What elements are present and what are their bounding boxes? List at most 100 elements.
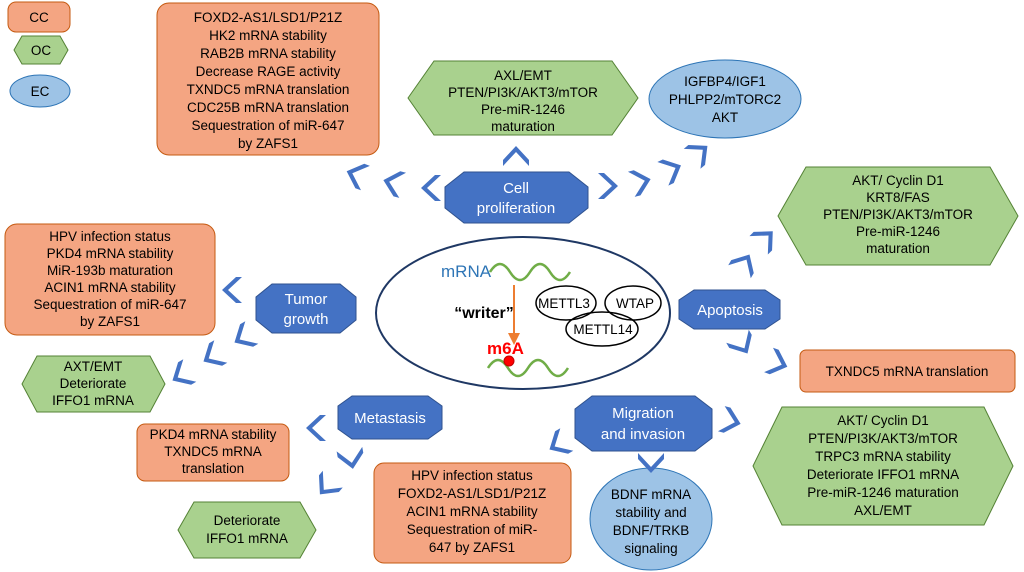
apop-oc-shape [777, 166, 1019, 266]
mrna-label: mRNA [441, 262, 492, 281]
chevron-arrows [172, 144, 788, 495]
chevron-up-right-icon [749, 231, 773, 255]
mig-ec-line: stability and [615, 505, 686, 520]
growth-cc-line: by ZAFS1 [80, 314, 140, 329]
legend-ec-swatch [9, 74, 71, 108]
growth-cc-line: HPV infection status [49, 229, 171, 244]
apop-oc-line: KRT8/FAS [866, 190, 930, 205]
chevron-down-icon [638, 453, 664, 473]
chevron-right-icon [717, 406, 741, 433]
chevron-down-left-icon [318, 470, 343, 495]
growth-oc-line: AXT/EMT [64, 359, 123, 374]
apop-cc-shape [799, 349, 1016, 393]
growth-oc-shape [21, 355, 166, 413]
prolif-ec-box: IGFBP4/IGF1 PHLPP2/mTORC2 AKT [648, 59, 802, 139]
mig-oc-line: Deteriorate IFFO1 mRNA [807, 467, 959, 482]
growth-oc-line: Deteriorate [60, 376, 127, 391]
growth-cc-box: HPV infection status PKD4 mRNA stability… [4, 223, 216, 336]
prolif-ec-line: PHLPP2/mTORC2 [669, 92, 781, 107]
hub-migration-invasion [574, 395, 713, 452]
mig-oc-shape [752, 406, 1014, 526]
m6a-label: m6A [487, 339, 524, 358]
prolif-cc-line: CDC25B mRNA translation [187, 100, 349, 115]
prolif-cc-line: by ZAFS1 [238, 136, 298, 151]
mig-ec-line: signaling [624, 541, 677, 556]
mig-oc-line: AKT/ Cyclin D1 [837, 413, 929, 428]
mrna-strand-top [488, 262, 572, 282]
prolif-cc-line: Decrease RAGE activity [196, 64, 341, 79]
hub-tumor-growth [255, 283, 357, 334]
chevron-down-left-icon [203, 340, 228, 366]
chevron-left-icon [421, 175, 441, 201]
meta-cc-shape [136, 423, 290, 482]
chevron-down-right-icon [726, 329, 752, 354]
chevron-down-left-icon [549, 428, 574, 454]
hub-tumor-growth-line1: Tumor [285, 291, 328, 308]
hub-metastasis-label: Metastasis [354, 410, 426, 427]
prolif-ec-shape [648, 59, 802, 139]
apop-oc-line: Pre-miR-1246 [856, 224, 940, 239]
meta-cc-line: TXNDC5 mRNA [164, 444, 262, 459]
hub-migration-invasion-line1: Migration [612, 405, 674, 422]
meta-oc-box: Deteriorate IFFO1 mRNA [177, 501, 317, 559]
meta-cc-line: translation [182, 461, 244, 476]
prolif-ec-line: AKT [712, 110, 738, 125]
meta-cc-box: PKD4 mRNA stability TXNDC5 mRNA translat… [136, 423, 290, 482]
hub-cell-proliferation [444, 171, 589, 224]
chevron-left-icon [222, 277, 242, 303]
apop-cc-box: TXNDC5 mRNA translation [799, 349, 1016, 393]
mig-cc-line: ACIN1 mRNA stability [406, 504, 538, 519]
chevron-up-icon [503, 146, 529, 166]
mig-oc-line: TRPC3 mRNA stability [815, 449, 951, 464]
growth-cc-line: Sequestration of miR-647 [33, 297, 186, 312]
hubs: Cell proliferation Tumor growth Apoptosi… [255, 171, 781, 452]
growth-cc-line: MiR-193b maturation [47, 263, 173, 278]
legend-cc-label: CC [29, 10, 49, 25]
chevron-right-icon [683, 144, 708, 169]
chevron-up-right-icon [728, 254, 754, 279]
hub-migration-invasion-line2: and invasion [601, 426, 685, 443]
mettl3-ellipse [535, 285, 597, 321]
apop-oc-box: AKT/ Cyclin D1 KRT8/FAS PTEN/PI3K/AKT3/m… [777, 166, 1019, 266]
mig-ec-line: BDNF/TRKB [613, 523, 690, 538]
mig-oc-line: PTEN/PI3K/AKT3/mTOR [808, 431, 958, 446]
growth-oc-line: IFFO1 mRNA [52, 393, 134, 408]
chevron-right-icon [598, 173, 618, 199]
legend-oc-label: OC [31, 43, 52, 58]
hub-tumor-growth-line2: growth [283, 311, 328, 328]
mig-cc-line: FOXD2-AS1/LSD1/P21Z [398, 486, 547, 501]
prolif-cc-shape [156, 2, 380, 156]
prolif-oc-line: maturation [491, 119, 555, 134]
chevron-left-icon [383, 171, 407, 198]
mig-ec-box: BDNF mRNA stability and BDNF/TRKB signal… [589, 467, 713, 571]
prolif-oc-line: Pre-miR-1246 [481, 102, 565, 117]
chevron-down-icon [336, 446, 364, 469]
mig-ec-line: BDNF mRNA [611, 487, 691, 502]
mettl3-label: METTL3 [538, 296, 590, 311]
meta-cc-line: PKD4 mRNA stability [150, 427, 277, 442]
mig-cc-box: HPV infection status FOXD2-AS1/LSD1/P21Z… [373, 462, 572, 564]
meta-oc-line: IFFO1 mRNA [206, 531, 288, 546]
center-ellipse [375, 236, 671, 390]
prolif-cc-line: TXNDC5 mRNA translation [187, 82, 350, 97]
writer-arrow-head [508, 333, 520, 345]
apop-cc-line: TXNDC5 mRNA translation [826, 364, 989, 379]
legend: CC OC EC [7, 1, 71, 108]
mig-oc-line: AXL/EMT [854, 503, 912, 518]
growth-cc-shape [4, 223, 216, 336]
apop-oc-line: PTEN/PI3K/AKT3/mTOR [823, 207, 973, 222]
mig-cc-line: 647 by ZAFS1 [429, 540, 515, 555]
prolif-cc-line: HK2 mRNA stability [209, 28, 327, 43]
prolif-oc-box: AXL/EMT PTEN/PI3K/AKT3/mTOR Pre-miR-1246… [407, 60, 639, 136]
mig-oc-box: AKT/ Cyclin D1 PTEN/PI3K/AKT3/mTOR TRPC3… [752, 406, 1014, 526]
hub-apoptosis-label: Apoptosis [697, 302, 763, 319]
chevron-left-icon [346, 163, 370, 191]
prolif-cc-line: FOXD2-AS1/LSD1/P21Z [194, 10, 343, 25]
writer-label: “writer” [454, 305, 514, 322]
apop-oc-line: maturation [866, 241, 930, 256]
mettl14-label: METTL14 [573, 322, 633, 337]
prolif-oc-shape [407, 60, 639, 136]
meta-oc-line: Deteriorate [214, 513, 281, 528]
hub-metastasis [337, 395, 443, 440]
